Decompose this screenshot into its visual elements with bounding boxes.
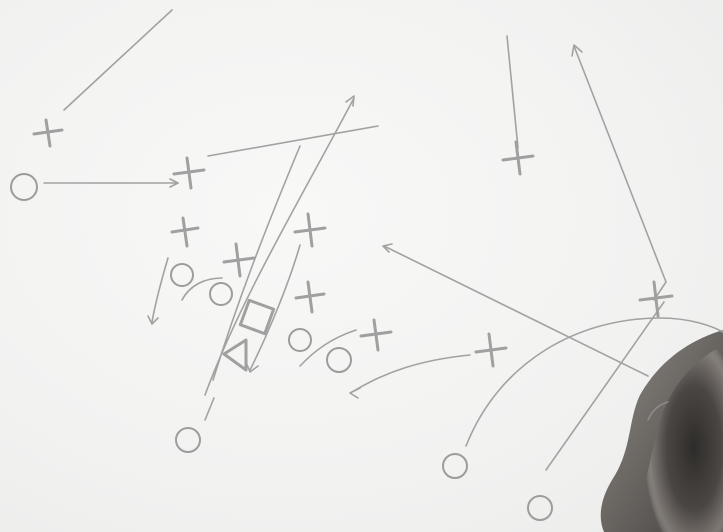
circle-marker-bottom-center [443,454,467,478]
offense-circles [11,174,552,520]
routes [44,10,723,470]
cross-marker-10 [640,282,672,316]
route-top-left-diagonal [64,10,172,110]
route-right-center-long [384,246,648,376]
route-center-down [250,245,300,370]
cross-marker-7 [361,320,391,350]
cross-marker-1 [34,120,62,146]
circle-marker-inner-2 [210,283,232,305]
route-top-center [208,126,378,156]
circle-marker-center-2 [327,348,351,372]
circle-marker-left [11,174,37,200]
photo-overlay-bottom-right [601,330,723,532]
circle-marker-bottom-left [176,428,200,452]
route-center-right-curve [352,355,470,392]
circle-marker-inner-1 [171,264,193,286]
cross-marker-3 [172,218,198,246]
cross-marker-5 [295,214,325,246]
cross-marker-6 [296,282,324,312]
route-circle-curve [182,278,222,300]
circle-marker-bottom-right [528,496,552,520]
route-left-small-curve [152,258,168,322]
route-far-right [574,46,666,282]
cross-marker-9 [503,142,533,174]
route-top-right-short [507,36,518,148]
triangle-marker [224,340,246,370]
circle-marker-center-1 [289,329,311,351]
cross-marker-4 [224,244,254,276]
defense-crosses [34,120,672,366]
route-bottom-left-stub [205,398,214,420]
cross-marker-8 [476,334,506,366]
